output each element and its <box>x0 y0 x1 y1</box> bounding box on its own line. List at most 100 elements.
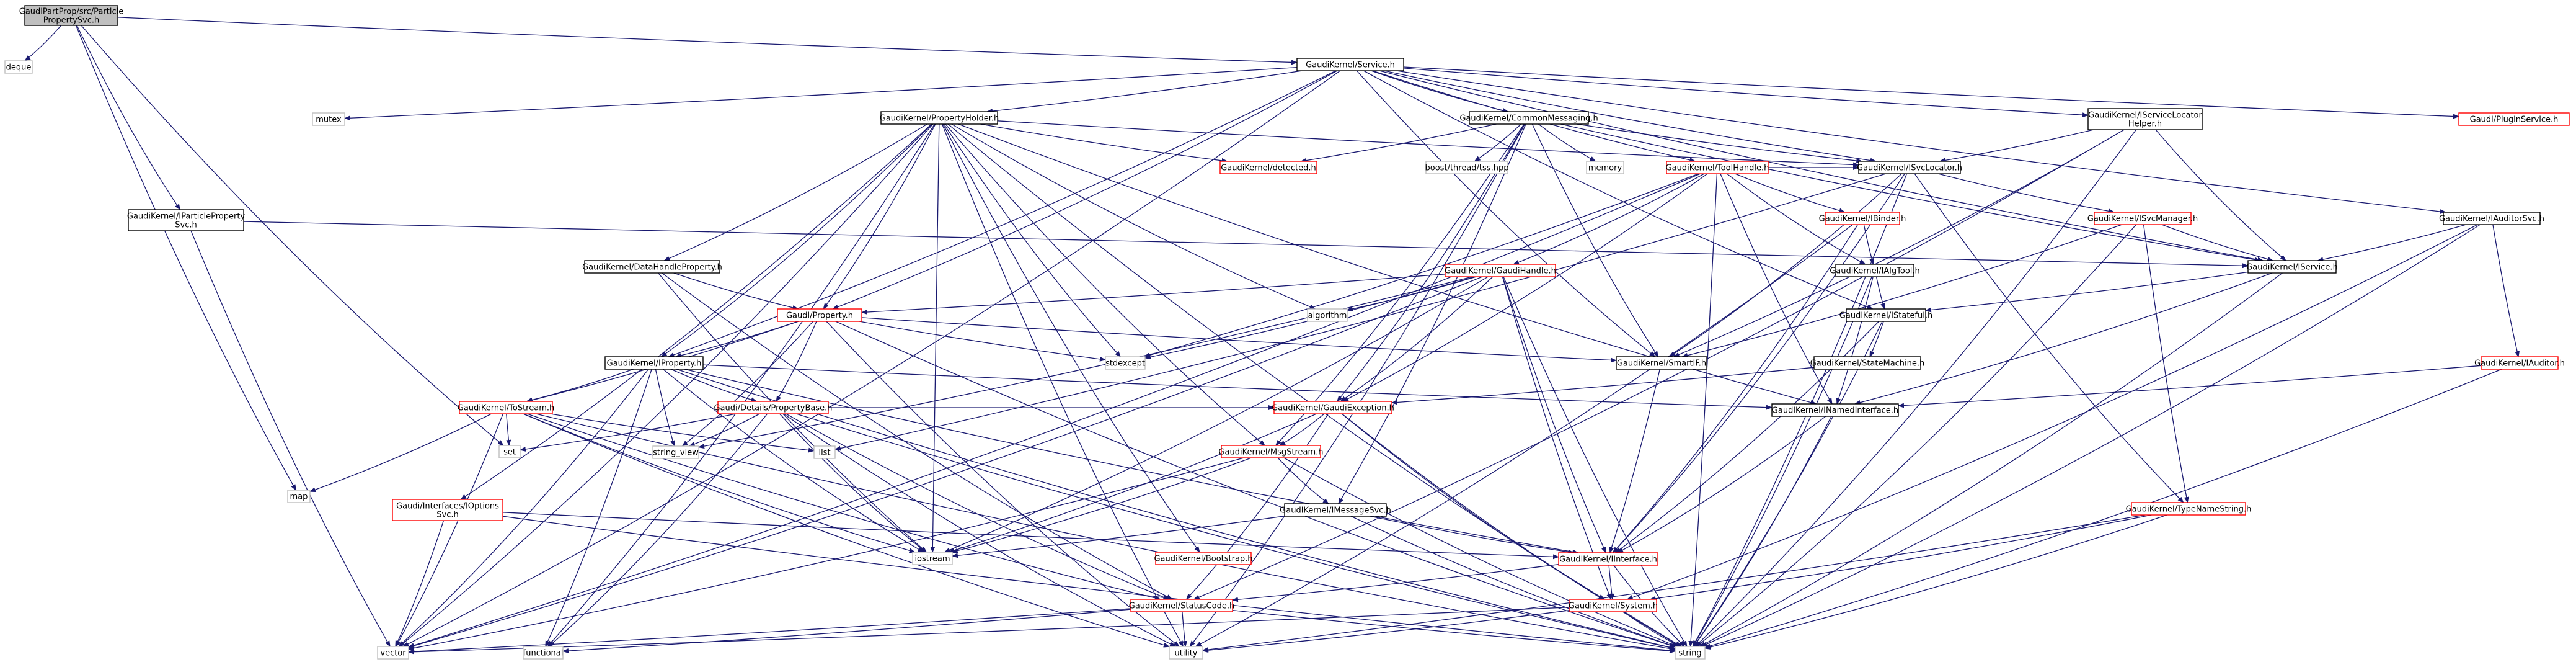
node-string[interactable]: string <box>1675 646 1706 660</box>
node-istateful[interactable]: GaudiKernel/IStateful.h <box>1839 308 1932 322</box>
edge-gaudihandle-to-gaudiproperty <box>861 274 1446 315</box>
node-gaudiproperty[interactable]: Gaudi/Property.h <box>777 308 862 322</box>
edge-gaudiproperty-to-utility <box>826 321 1180 647</box>
edge-service_h-to-gaudiproperty <box>832 70 1338 310</box>
node-algorithm[interactable]: algorithm <box>1307 308 1348 322</box>
node-box <box>2481 356 2559 370</box>
node-isvclocator[interactable]: GaudiKernel/ISvcLocator.h <box>1857 161 1962 174</box>
node-string_view[interactable]: string_view <box>652 445 699 459</box>
node-smartif[interactable]: GaudiKernel/SmartIF.h <box>1616 356 1707 370</box>
edge-isvclocator-to-iinterface <box>1613 173 1905 553</box>
node-iinterface[interactable]: GaudiKernel/IInterface.h <box>1558 552 1658 566</box>
edge-isvcmanager-to-smartif <box>1681 224 2122 358</box>
edge-msgstream-to-imessagesvc <box>1277 457 1329 504</box>
node-iauditorsvc[interactable]: GaudiKernel/IAuditorSvc.h <box>2439 212 2544 225</box>
edge-gaudihandle-to-gaudiexception <box>1340 276 1494 402</box>
edge-gaudiproperty-to-propertybase <box>776 321 817 402</box>
node-label: GaudiKernel/System.h <box>1569 602 1658 611</box>
node-label: GaudiKernel/IStateful.h <box>1839 311 1932 321</box>
node-box <box>1558 552 1658 566</box>
node-label: GaudiKernel/IMessageSvc.h <box>1280 506 1391 516</box>
edge-propholder-to-gaudiproperty <box>823 123 936 310</box>
edge-imessagesvc-to-iinterface <box>1370 516 1575 555</box>
edge-commonmsg-to-boostthread <box>1474 123 1521 162</box>
node-box <box>2094 212 2192 225</box>
node-deque[interactable]: deque <box>4 60 33 74</box>
edge-isvclocator-to-smartif <box>1668 173 1902 357</box>
node-propertybase[interactable]: Gaudi/Details/PropertyBase.h <box>714 401 833 414</box>
node-box <box>1813 356 1921 370</box>
node-gaudiexception[interactable]: GaudiKernel/GaudiException.h <box>1272 401 1394 414</box>
node-iproperty[interactable]: GaudiKernel/IProperty.h <box>604 356 704 370</box>
node-set[interactable]: set <box>498 445 521 458</box>
node-ialgtool[interactable]: GaudiKernel/IAlgTool.h <box>1830 264 1920 277</box>
node-utility[interactable]: utility <box>1169 646 1203 660</box>
node-detected[interactable]: GaudiKernel/detected.h <box>1219 161 1317 174</box>
node-inamedinterface[interactable]: GaudiKernel/INamedInterface.h <box>1771 403 1899 417</box>
node-label: GaudiKernel/Service.h <box>1306 61 1395 70</box>
node-gaudihandle[interactable]: GaudiKernel/GaudiHandle.h <box>1445 264 1556 277</box>
node-isvcmanager[interactable]: GaudiKernel/ISvcManager.h <box>2087 212 2198 225</box>
node-memory[interactable]: memory <box>1586 161 1624 174</box>
node-iservice[interactable]: GaudiKernel/IService.h <box>2246 260 2338 274</box>
node-iauditor[interactable]: GaudiKernel/IAuditor.h <box>2474 356 2565 370</box>
node-tostream[interactable]: GaudiKernel/ToStream.h <box>458 401 554 414</box>
node-map[interactable]: map <box>287 490 311 503</box>
node-propholder[interactable]: GaudiKernel/PropertyHolder.h <box>880 111 999 125</box>
node-datahandleprop[interactable]: GaudiKernel/DataHandleProperty.h <box>582 260 722 274</box>
edge-iservicelocator-to-iservice <box>2155 129 2286 261</box>
node-msgstream[interactable]: GaudiKernel/MsgStream.h <box>1218 445 1324 458</box>
node-box <box>377 646 409 660</box>
edge-system-to-string <box>1622 611 1681 647</box>
node-iostream[interactable]: iostream <box>912 552 953 565</box>
node-pluginservice[interactable]: Gaudi/PluginService.h <box>2458 112 2570 126</box>
node-commonmsg[interactable]: GaudiKernel/CommonMessaging.h <box>1459 111 1598 125</box>
edge-propholder-to-algorithm <box>951 123 1316 310</box>
edge-statuscode-to-vector <box>408 608 1131 655</box>
node-boostthread[interactable]: boost/thread/tss.hpp <box>1425 161 1509 174</box>
edge-propertybase-to-string <box>796 413 1676 650</box>
node-typenamestring[interactable]: GaudiKernel/TypeNameString.h <box>2126 502 2252 516</box>
node-statemachine[interactable]: GaudiKernel/StateMachine.h <box>1810 356 1925 370</box>
node-mutex[interactable]: mutex <box>312 112 345 126</box>
node-label: GaudiKernel/SmartIF.h <box>1617 359 1706 369</box>
edge-gaudihandle-to-string <box>1503 276 1688 647</box>
node-label: GaudiKernel/MsgStream.h <box>1218 448 1323 457</box>
edge-propholder-to-datahandleprop <box>663 123 928 261</box>
node-vector[interactable]: vector <box>377 646 409 660</box>
node-stdexcept[interactable]: stdexcept <box>1105 356 1146 370</box>
edge-toolhandle-to-gaudihandle <box>1513 173 1705 265</box>
node-box <box>1586 161 1624 174</box>
node-box <box>523 646 564 660</box>
edge-ialgtool-to-inamedinterface <box>1836 276 1874 405</box>
node-statuscode[interactable]: GaudiKernel/StatusCode.h <box>1129 599 1234 612</box>
edge-iservice-to-string <box>1699 272 2283 647</box>
node-label: Gaudi/Interfaces/IOptions <box>396 502 499 511</box>
node-ibinder[interactable]: GaudiKernel/IBinder.h <box>1819 212 1906 225</box>
edge-commonmsg-to-smartif <box>1531 123 1659 357</box>
node-box <box>1221 445 1321 458</box>
node-label: GaudiKernel/INamedInterface.h <box>1772 406 1898 416</box>
node-functional[interactable]: functional <box>523 646 564 660</box>
node-label: utility <box>1175 649 1198 658</box>
node-list[interactable]: list <box>813 445 836 459</box>
edge-toolhandle-to-inamedinterface <box>1720 173 1833 405</box>
node-bootstrap[interactable]: GaudiKernel/Bootstrap.h <box>1154 552 1253 565</box>
edge-propholder-to-bootstrap <box>942 123 1200 553</box>
node-toolhandle[interactable]: GaudiKernel/ToolHandle.h <box>1666 161 1769 174</box>
edge-iservicelocator-to-string <box>1694 129 2137 647</box>
node-label: GaudiKernel/IAuditorSvc.h <box>2439 215 2544 224</box>
node-service_h[interactable]: GaudiKernel/Service.h <box>1296 58 1404 71</box>
edge-datahandleprop-to-gaudiproperty <box>673 272 799 310</box>
node-label: GaudiPartProp/src/Particle <box>19 7 123 17</box>
node-box <box>4 60 33 74</box>
node-label: GaudiKernel/Bootstrap.h <box>1154 555 1252 564</box>
edge-toolhandle-to-gaudiexception <box>1342 173 1708 402</box>
node-label: Helper.h <box>2128 120 2162 129</box>
node-imessagesvc[interactable]: GaudiKernel/IMessageSvc.h <box>1280 503 1391 517</box>
node-system[interactable]: GaudiKernel/System.h <box>1569 599 1658 612</box>
